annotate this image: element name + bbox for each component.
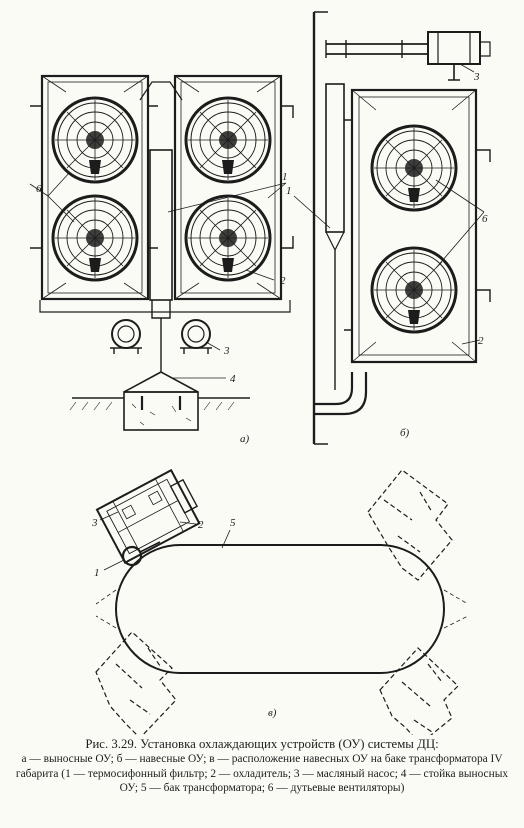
- caption-title: Рис. 3.29. Установка охлаждающих устройс…: [85, 737, 439, 751]
- label-a-3: 3: [223, 345, 230, 357]
- panel-a-labels: 6 1 2 3 4 а): [36, 171, 288, 445]
- label-c-2: 2: [198, 519, 204, 531]
- fan-a4: [184, 194, 272, 282]
- panel-c-labels: 3 2 5 1 в): [91, 517, 277, 719]
- pump-a1: [109, 319, 143, 355]
- label-b-1: 1: [286, 185, 292, 197]
- label-a-6: 6: [36, 183, 42, 195]
- figure-caption: Рис. 3.29. Установка охлаждающих устройс…: [8, 737, 516, 796]
- fan-a2: [51, 194, 139, 282]
- fan-a1: [51, 96, 139, 184]
- pump-a2: [179, 319, 213, 355]
- label-a-2: 2: [280, 275, 286, 287]
- fan-a3: [184, 96, 272, 184]
- label-b-2: 2: [478, 335, 484, 347]
- label-c-3: 3: [91, 517, 98, 529]
- label-c-1: 1: [94, 567, 100, 579]
- panel-a-drawing: [30, 74, 294, 431]
- fan-b2: [370, 246, 458, 334]
- panel-a-marker: а): [240, 433, 250, 445]
- panel-c-drawing: [95, 468, 469, 735]
- panel-b-labels: 3 1 6 2 б): [286, 71, 488, 439]
- label-a-1: 1: [282, 171, 288, 183]
- fan-b1: [370, 124, 458, 212]
- label-b-6: 6: [482, 213, 488, 225]
- label-b-3: 3: [473, 71, 480, 83]
- label-a-4: 4: [230, 373, 236, 385]
- figure-drawing: 6 1 2 3 4 а) 3: [29, 11, 491, 735]
- panel-c-marker: в): [268, 707, 277, 719]
- panel-b-drawing: [312, 11, 491, 445]
- panel-b-marker: б): [400, 427, 410, 439]
- caption-body: а — выносные ОУ; б — навесные ОУ; в — ра…: [15, 752, 509, 795]
- label-c-5: 5: [230, 517, 236, 529]
